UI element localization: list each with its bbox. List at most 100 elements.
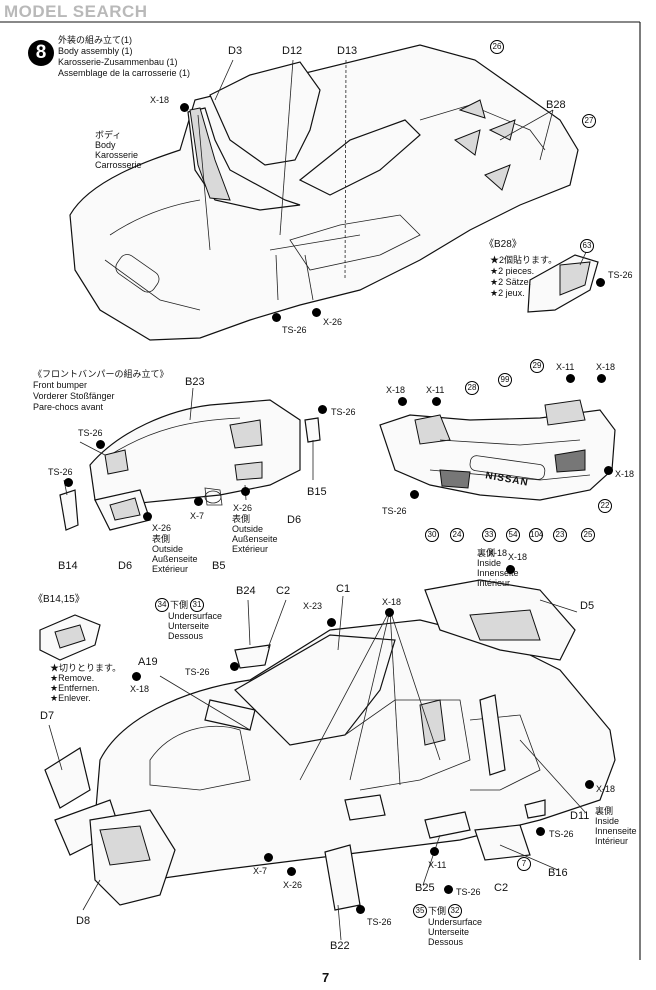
underside-bottom-en: Undersurface (428, 917, 483, 927)
ref-99: 99 (498, 373, 512, 387)
ref-23: 23 (553, 528, 567, 542)
ref-26: 26 (490, 40, 504, 54)
part-label-b14: B14 (58, 560, 78, 572)
cement-x18-lower: X-18 (382, 597, 402, 607)
remove-note-en: ★Remove. (50, 673, 95, 683)
remove-note-de: ★Entfernen. (50, 683, 100, 693)
b28-note-de: ★2 Sätze. (490, 277, 532, 287)
paint-ts26-d11: TS-26 (549, 829, 574, 839)
cement-x7-lower: X-7 (253, 866, 268, 876)
paint-ts26-b22: TS-26 (367, 917, 392, 927)
underside-top-de: Unterseite (168, 621, 210, 631)
step-title-jp: 外装の組み立て(1) (58, 35, 132, 45)
outside-a-en: Outside (152, 544, 184, 554)
part-label-a19: A19 (138, 656, 158, 668)
paint-dot (272, 313, 281, 322)
cement-x11-b: X-11 (556, 362, 575, 372)
paint-dot (506, 565, 515, 574)
ref-27: 27 (582, 114, 596, 128)
front-bumper-drawing (59, 387, 321, 531)
paint-dot (410, 490, 419, 499)
paint-dot (230, 662, 239, 671)
part-label-b23: B23 (185, 376, 205, 388)
inside-top-de: Innenseite (477, 568, 519, 578)
paint-dot (264, 853, 273, 862)
paint-dot (604, 466, 613, 475)
paint-dot (287, 867, 296, 876)
part-label-d3: D3 (228, 45, 243, 57)
paint-dot (132, 672, 141, 681)
front-bumper-assembled-drawing (379, 399, 616, 501)
cement-x18-d11: X-18 (596, 784, 616, 794)
inside-top-en: Inside (477, 558, 502, 568)
outside-b-en: Outside (232, 524, 264, 534)
cement-x23: X-23 (303, 601, 323, 611)
cement-x18-a19: X-18 (130, 684, 150, 694)
paint-x7: X-7 (190, 511, 205, 521)
ref-34: 34 (155, 598, 169, 612)
paint-dot (194, 497, 203, 506)
paint-ts26-b25: TS-26 (456, 887, 481, 897)
part-label-c2: C2 (276, 585, 291, 597)
step-title-en: Body assembly (1) (58, 46, 133, 56)
part-label-b24: B24 (236, 585, 256, 597)
paint-dot (64, 478, 73, 487)
cement-x11: X-11 (428, 860, 447, 870)
part-label-b22: B22 (330, 940, 350, 952)
paint-ts26-bumper: TS-26 (382, 506, 407, 516)
bumper-title-fr: Pare-chocs avant (33, 402, 104, 412)
part-label-b5: B5 (212, 560, 226, 572)
b28-note-fr: ★2 jeux. (490, 288, 525, 298)
paint-dot (432, 397, 441, 406)
paint-dot (430, 847, 439, 856)
underside-bottom-jp: 下側 (428, 906, 447, 916)
part-label-d5: D5 (580, 600, 595, 612)
paint-dot (327, 618, 336, 627)
paint-dot (96, 440, 105, 449)
inside-d11-en: Inside (595, 816, 620, 826)
underside-bottom-fr: Dessous (428, 937, 464, 947)
inside-d11-de: Innenseite (595, 826, 637, 836)
paint-dot (597, 374, 606, 383)
paint-dot (536, 827, 545, 836)
ref-33: 33 (482, 528, 496, 542)
ref-22: 22 (598, 499, 612, 513)
ref-29: 29 (530, 359, 544, 373)
paint-ts26-b24: TS-26 (185, 667, 210, 677)
body-label-de: Karosserie (95, 150, 139, 160)
ref-7: 7 (517, 857, 531, 871)
paint-ts26-b15: TS-26 (331, 407, 356, 417)
cement-x18-d5: X-18 (508, 552, 528, 562)
cement-x26-lower: X-26 (283, 880, 303, 890)
paint-ts26-b14: TS-26 (48, 467, 73, 477)
bumper-title-jp: 《フロントバンパーの組み立て》 (33, 369, 169, 379)
part-label-b28: B28 (546, 99, 566, 111)
ref-35: 35 (413, 904, 427, 918)
paint-x26: X-26 (323, 317, 343, 327)
paint-ts26: TS-26 (282, 325, 307, 335)
cement-dot (180, 103, 189, 112)
part-label-c2-lower: C2 (494, 882, 509, 894)
outside-b-de: Außenseite (232, 534, 278, 544)
paint-dot (444, 885, 453, 894)
watermark: MODEL SEARCH (4, 2, 148, 21)
ref-32: 32 (448, 904, 462, 918)
paint-dot (318, 405, 327, 414)
paint-ts26-b28: TS-26 (608, 270, 633, 280)
step-title-fr: Assemblage de la carrosserie (1) (58, 68, 191, 78)
paint-dot (596, 278, 605, 287)
ref-104: 104 (529, 528, 543, 542)
bumper-title-de: Vorderer Stoßfänger (33, 391, 115, 401)
body-label-jp: ボディ (95, 130, 122, 140)
ref-25: 25 (581, 528, 595, 542)
part-label-d11: D11 (570, 810, 590, 822)
paint-dot (398, 397, 407, 406)
b14-15-inset-drawing (39, 614, 101, 661)
cement-x18: X-18 (150, 95, 170, 105)
b28-note-title: 《B28》 (484, 239, 522, 250)
outside-a-fr: Extérieur (152, 564, 189, 574)
ref-24: 24 (450, 528, 464, 542)
ref-63: 63 (580, 239, 594, 253)
part-label-d8: D8 (76, 915, 91, 927)
